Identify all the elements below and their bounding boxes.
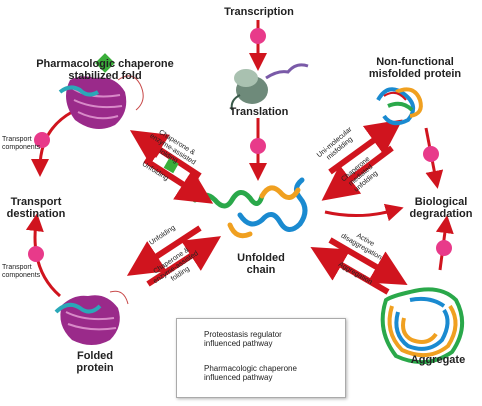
label-biological-degradation: Biological degradation bbox=[400, 196, 482, 220]
aggregate-icon bbox=[380, 287, 464, 364]
bottom-right-arrows bbox=[310, 237, 408, 295]
label-tc-top-line1: Transport bbox=[2, 136, 32, 143]
label-transport-destination: Transport destination bbox=[0, 196, 72, 220]
label-bd-line1: Biological bbox=[414, 196, 468, 208]
label-uc-line2: chain bbox=[246, 264, 276, 276]
legend-pink-label: Proteostasis regulator influenced pathwa… bbox=[204, 330, 282, 348]
label-transport-components-bottom: Transport components bbox=[2, 264, 52, 280]
green-marker bbox=[163, 158, 179, 174]
folded-to-destination-arrow bbox=[25, 213, 61, 298]
label-stabilized-fold-line2: stabilized fold bbox=[68, 70, 142, 82]
label-td-line2: destination bbox=[6, 208, 66, 220]
pink-marker bbox=[250, 138, 266, 154]
label-uc-line1: Unfolded bbox=[237, 252, 285, 264]
label-folded-protein: Folded protein bbox=[60, 350, 130, 374]
legend-pink-line2: influenced pathway bbox=[204, 339, 273, 348]
label-tc-bottom-line2: components bbox=[2, 272, 41, 279]
pink-marker bbox=[423, 146, 439, 162]
label-tc-bottom-line1: Transport bbox=[2, 264, 32, 271]
folded-protein-icon bbox=[54, 290, 129, 345]
stabilized-fold-protein-icon bbox=[58, 53, 144, 129]
label-transport-components-top: Transport components bbox=[2, 136, 52, 152]
top-right-arrows bbox=[321, 119, 403, 201]
legend-pink-line1: Proteostasis regulator bbox=[204, 330, 282, 339]
label-bd-line2: degradation bbox=[409, 208, 473, 220]
pink-marker bbox=[34, 132, 50, 148]
ribosome-icon bbox=[230, 63, 309, 111]
label-nonfunctional: Non-functional misfolded protein bbox=[360, 56, 470, 80]
label-translation: Translation bbox=[229, 106, 289, 118]
label-nonfunctional-line2: misfolded protein bbox=[368, 68, 462, 80]
pink-marker bbox=[436, 240, 452, 256]
legend-green-label: Pharmacologic chaperone influenced pathw… bbox=[204, 364, 297, 382]
pink-marker bbox=[250, 28, 266, 44]
pink-marker bbox=[28, 246, 44, 262]
legend bbox=[176, 318, 346, 398]
label-tc-top-line2: components bbox=[2, 144, 41, 151]
label-unfolded-chain: Unfolded chain bbox=[226, 252, 296, 276]
label-stabilized-fold-line1: Pharmacologic chaperone bbox=[36, 58, 174, 70]
label-td-line1: Transport bbox=[10, 196, 62, 208]
legend-green-line2: influenced pathway bbox=[204, 373, 273, 382]
label-fp-line1: Folded bbox=[76, 350, 114, 362]
chain-to-degradation-arrow bbox=[324, 203, 404, 222]
legend-green-line1: Pharmacologic chaperone bbox=[204, 364, 297, 373]
misfolded-protein-icon bbox=[376, 87, 423, 126]
label-transcription: Transcription bbox=[224, 6, 294, 18]
label-aggregate: Aggregate bbox=[410, 354, 466, 366]
top-left-arrows bbox=[129, 130, 214, 204]
label-stabilized-fold: Pharmacologic chaperone stabilized fold bbox=[30, 58, 180, 82]
unfolded-chain-shape bbox=[192, 177, 308, 239]
label-fp-line2: protein bbox=[76, 362, 114, 374]
label-nonfunctional-line1: Non-functional bbox=[376, 56, 454, 68]
bottom-left-arrows bbox=[126, 225, 222, 287]
